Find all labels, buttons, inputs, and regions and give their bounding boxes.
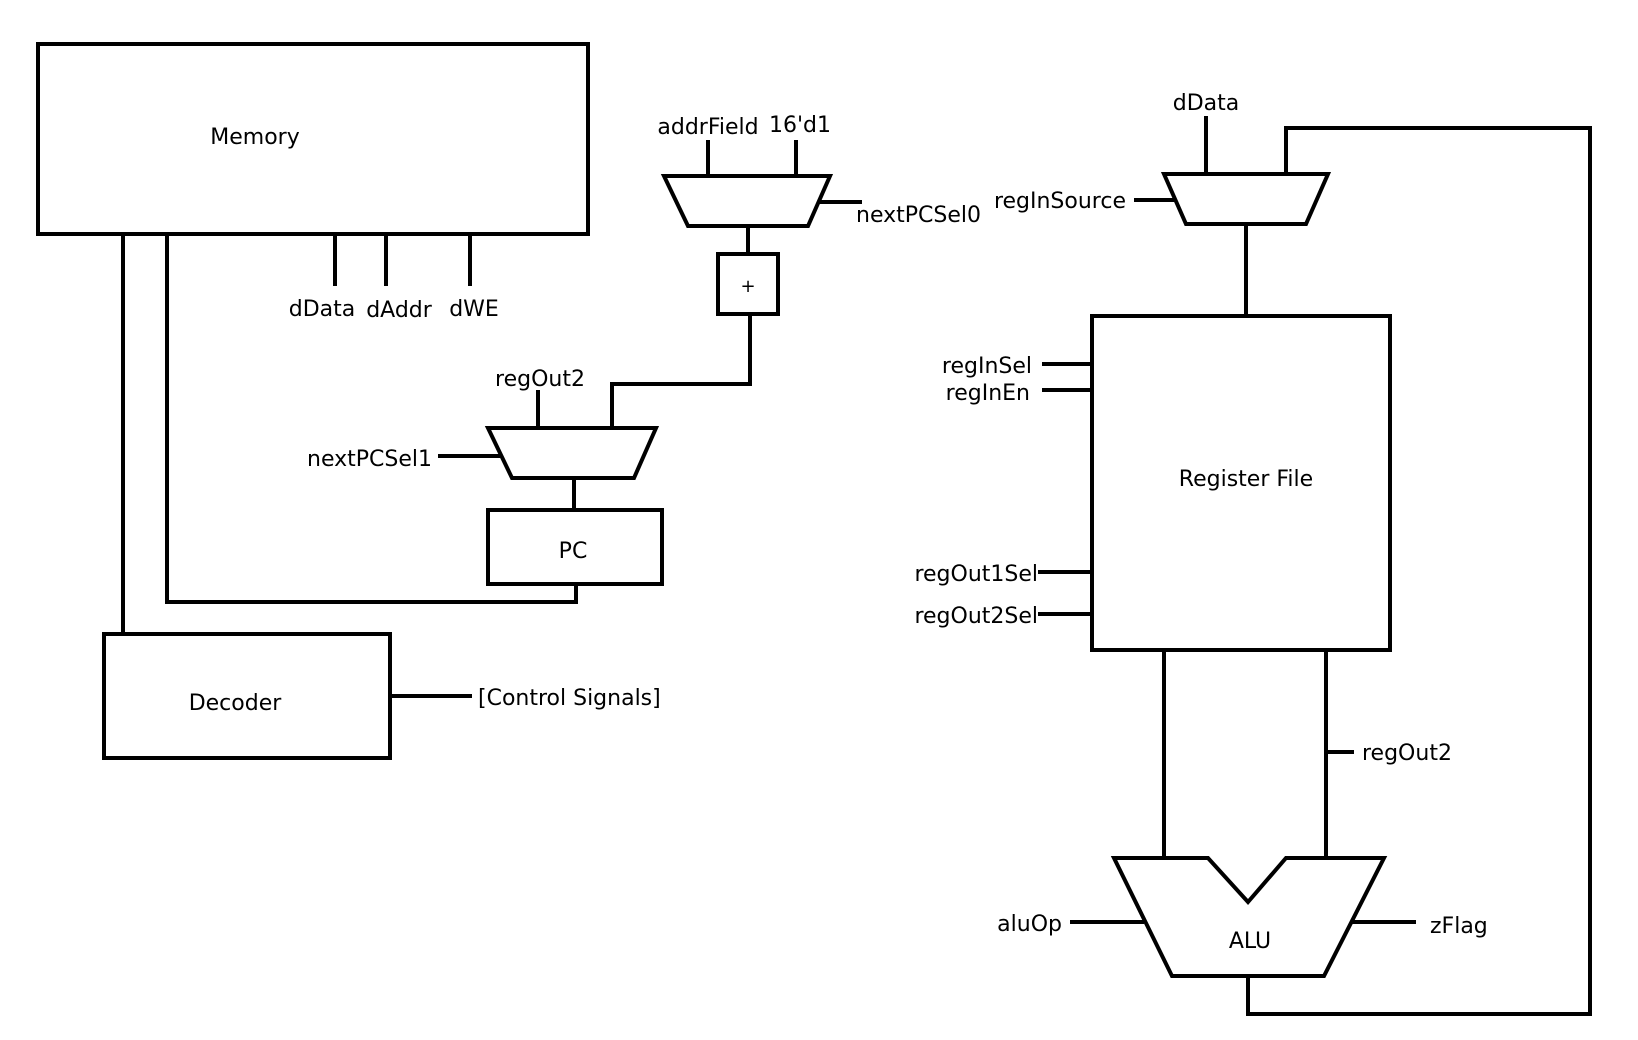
pc-mux-regout2-label: regOut2 xyxy=(495,367,585,392)
next-pc-mux: addrField 16'd1 nextPCSel0 xyxy=(657,113,981,254)
reg-in-sel-label: regInSel xyxy=(942,354,1032,379)
pc-block: PC xyxy=(486,508,664,586)
alu-op-label: aluOp xyxy=(997,912,1062,937)
mem-ddata-label: dData xyxy=(289,297,356,322)
memory-label: Memory xyxy=(210,125,299,150)
pc-mux: regOut2 nextPCSel1 xyxy=(307,367,660,510)
z-flag-label: zFlag xyxy=(1430,914,1488,939)
reg-out2-sel-label: regOut2Sel xyxy=(914,604,1038,629)
adder-block: + xyxy=(716,252,780,316)
control-signals-label: [Control Signals] xyxy=(478,686,661,711)
adder-to-pc-mux-wire xyxy=(610,314,752,428)
addr-field-label: addrField xyxy=(657,115,758,140)
alu-block: ALU aluOp zFlag xyxy=(997,856,1488,978)
mem-daddr-label: dAddr xyxy=(366,298,433,323)
reg-out1-sel-label: regOut1Sel xyxy=(914,562,1038,587)
adder-label: + xyxy=(740,276,755,297)
register-file-block: Register File xyxy=(1090,314,1392,652)
next-pc-sel1-label: nextPCSel1 xyxy=(307,447,432,472)
memory-block: Memory xyxy=(36,42,590,236)
alu-label: ALU xyxy=(1229,929,1271,954)
mem-dwe-label: dWE xyxy=(449,297,499,322)
pc-to-memory-wire xyxy=(165,234,578,604)
register-file-label: Register File xyxy=(1179,467,1313,492)
rf-ddata-label: dData xyxy=(1173,91,1240,116)
const-16d1-label: 16'd1 xyxy=(769,113,831,138)
alu-regout2-label: regOut2 xyxy=(1362,741,1452,766)
decoder-label: Decoder xyxy=(189,691,283,716)
decoder-block: Decoder [Control Signals] xyxy=(102,632,661,760)
memory-ports: dData dAddr dWE xyxy=(289,234,499,323)
next-pc-sel0-label: nextPCSel0 xyxy=(856,203,981,228)
reg-in-mux: dData regInSource xyxy=(994,91,1332,316)
register-file-inputs: regInSel regInEn regOut1Sel regOut2Sel xyxy=(914,354,1092,629)
reg-in-source-label: regInSource xyxy=(994,189,1126,214)
alu-feedback-wire xyxy=(1246,126,1592,1016)
reg-in-en-label: regInEn xyxy=(946,381,1030,406)
pc-label: PC xyxy=(559,539,588,564)
